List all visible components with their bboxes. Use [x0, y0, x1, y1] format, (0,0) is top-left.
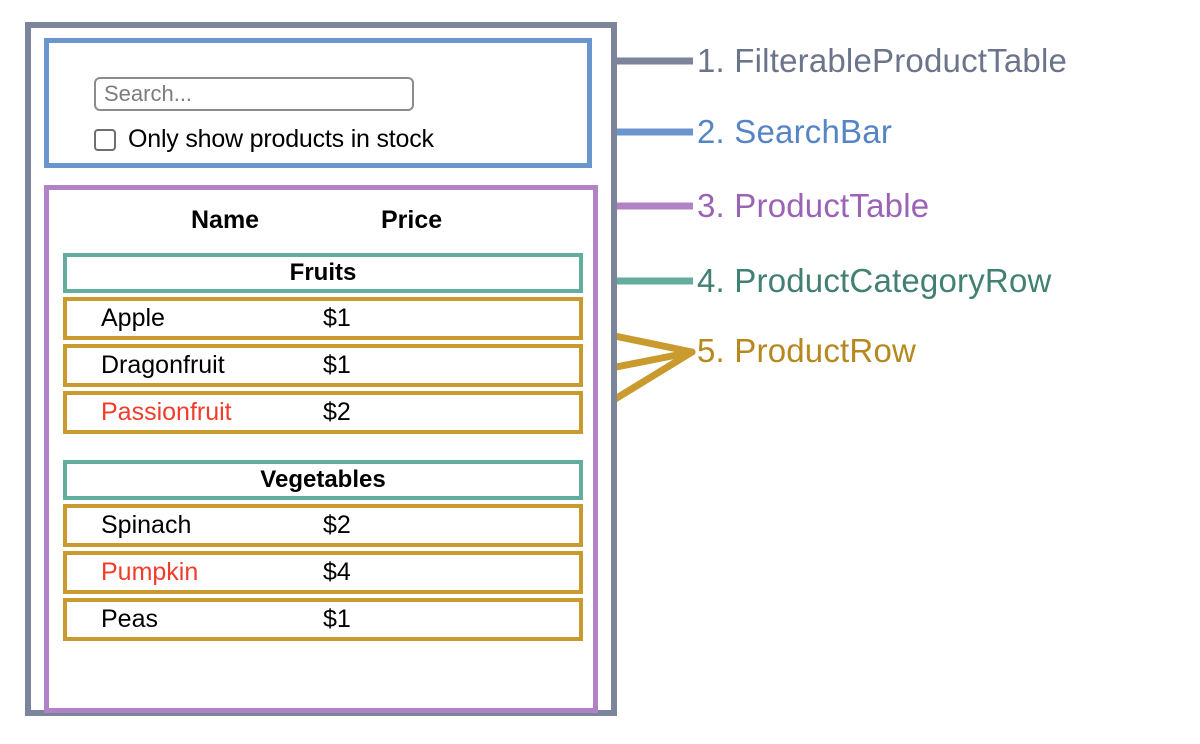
search-bar: Only show products in stock [44, 38, 592, 168]
product-price: $2 [323, 398, 351, 426]
product-row[interactable]: Passionfruit $2 [63, 391, 583, 434]
product-name: Peas [101, 605, 158, 633]
product-price: $1 [323, 351, 351, 379]
product-table: Name Price Fruits Apple $1 Dragonfruit $… [44, 185, 598, 713]
product-price: $4 [323, 558, 351, 586]
product-row[interactable]: Apple $1 [63, 297, 583, 340]
annotation-product-category-row: 4. ProductCategoryRow [697, 262, 1052, 299]
product-price: $1 [323, 304, 351, 332]
search-input[interactable] [94, 77, 414, 111]
product-category-row: Fruits [63, 253, 583, 293]
column-header-name: Name [191, 205, 260, 234]
product-row[interactable]: Dragonfruit $1 [63, 344, 583, 387]
product-row[interactable]: Spinach $2 [63, 504, 583, 547]
product-price: $1 [323, 605, 351, 633]
product-name: Dragonfruit [101, 351, 225, 379]
product-category-row: Vegetables [63, 460, 583, 500]
product-name: Spinach [101, 511, 192, 539]
product-row[interactable]: Peas $1 [63, 598, 583, 641]
filterable-product-table: Only show products in stock Name Price F… [25, 22, 617, 716]
in-stock-filter-label: Only show products in stock [128, 125, 434, 153]
annotation-filterable-product-table: 1. FilterableProductTable [697, 42, 1068, 79]
checkbox-icon[interactable] [94, 128, 116, 151]
table-header-row: Name Price [49, 200, 593, 240]
product-row[interactable]: Pumpkin $4 [63, 551, 583, 594]
annotation-product-row: 5. ProductRow [697, 332, 917, 369]
product-name: Apple [101, 304, 165, 332]
in-stock-filter[interactable]: Only show products in stock [94, 125, 434, 154]
product-name: Passionfruit [101, 398, 232, 426]
column-header-price: Price [381, 205, 443, 234]
product-rows-area: Fruits Apple $1 Dragonfruit $1 Passionfr… [63, 253, 583, 645]
annotation-product-table: 3. ProductTable [697, 187, 930, 224]
product-price: $2 [323, 511, 351, 539]
product-name: Pumpkin [101, 558, 199, 586]
annotation-search-bar: 2. SearchBar [697, 113, 893, 150]
